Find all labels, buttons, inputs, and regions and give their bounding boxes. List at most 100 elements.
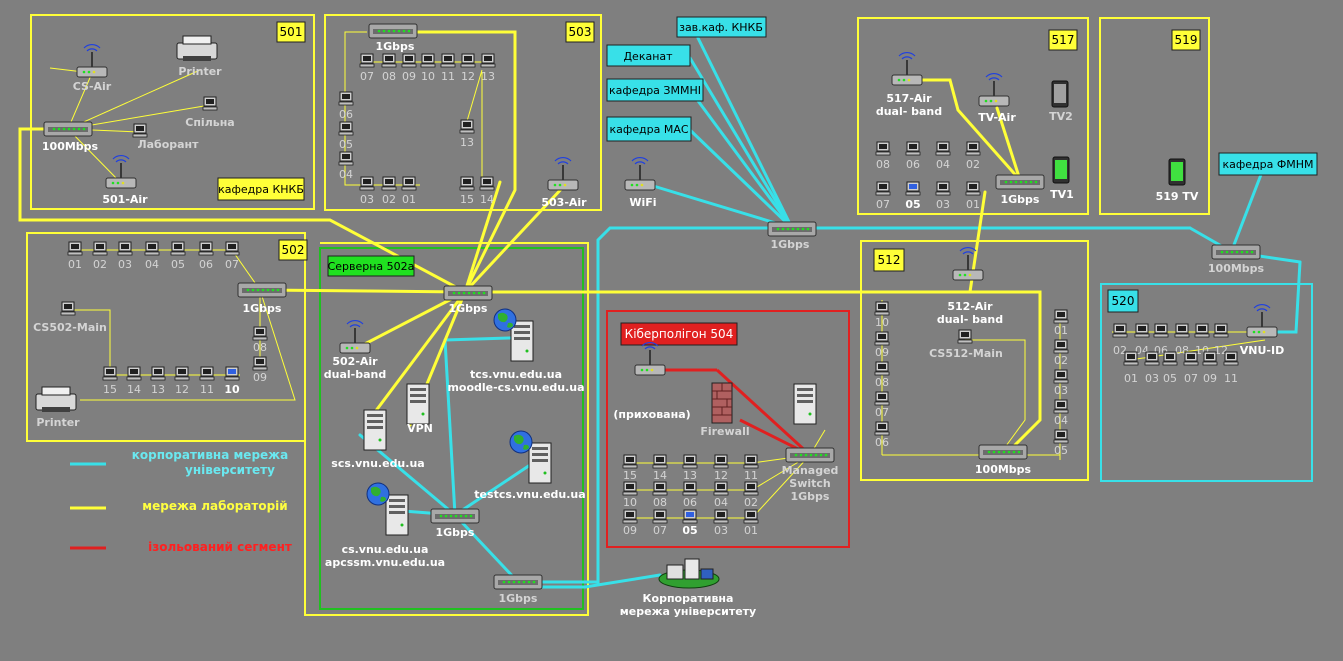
pc-label: 09 [402, 70, 416, 83]
pc-r520_top-0-icon [1112, 323, 1128, 338]
pc-r517_row1-3-icon [965, 141, 981, 156]
pc-label: 08 [876, 158, 890, 171]
svg-text:502: 502 [282, 243, 305, 257]
pc-label: 15 [460, 193, 474, 206]
pc-label: 08 [875, 376, 889, 389]
pc-label: 01 [1054, 324, 1068, 337]
tablet-tv2-icon [1051, 80, 1069, 108]
switch-fmnm-icon [1211, 244, 1261, 260]
pc-label: 07 [225, 258, 239, 271]
pc-label: 09 [1203, 372, 1217, 385]
server-vpn-icon [406, 383, 430, 425]
pc-label: 15 [623, 469, 637, 482]
pc-r502_bottom-5-icon [224, 366, 240, 381]
pc-label: 01 [744, 524, 758, 537]
pc-r504_row3-4-icon [743, 509, 759, 524]
svg-text:зав.каф. КНКБ: зав.каф. КНКБ [679, 21, 763, 34]
pc-label: 02 [744, 496, 758, 509]
pc-r504_row1-1-icon [652, 454, 668, 469]
pc-r512_left-3-icon [874, 391, 890, 406]
pc-r503_top-1-icon [381, 53, 397, 68]
svg-text:501: 501 [280, 25, 303, 39]
room-517-label: 517 [1048, 29, 1078, 51]
label-corp1: Корпоративна [643, 592, 734, 605]
pc-label: 11 [744, 469, 758, 482]
router-vnu-id-icon [1246, 303, 1278, 338]
printer-502-icon [35, 386, 77, 413]
pc-r502_top-5-icon [198, 241, 214, 256]
label-switch-bottom: 1Gbps [499, 592, 538, 605]
thin-lan-links [49, 31, 1266, 519]
globe-cs-icon [366, 482, 390, 506]
pc-label: 05 [682, 524, 697, 537]
pc-r502_top-1-icon [92, 241, 108, 256]
label-switch-center: 1Gbps [771, 238, 810, 251]
router-tv-air-icon [978, 72, 1010, 107]
router-wifi-icon [624, 156, 656, 191]
pc-label: 06 [339, 108, 353, 121]
pc-r512_right-4-icon [1053, 429, 1069, 444]
tag-zmmni: кафедра ЗММНІ [606, 78, 704, 102]
label-switch-server: 1Gbps [449, 302, 488, 315]
pc-r512_right-3-icon [1053, 399, 1069, 414]
room-501-caption: кафедра КНКБ [217, 177, 305, 201]
switch-bottom-icon [493, 574, 543, 590]
pc-r502_right-0-icon [252, 326, 268, 341]
pc-label: 11 [1224, 372, 1238, 385]
pc-label: 13 [460, 136, 474, 149]
pc-label: 04 [936, 158, 950, 171]
room-boxes [26, 14, 1313, 616]
switch-502-icon [237, 282, 287, 298]
pc-r520_bottom-2-icon [1162, 351, 1178, 366]
label-cs: cs.vnu.edu.ua [342, 543, 429, 556]
label-519-tv: 519 TV [1156, 190, 1199, 203]
label-cs512-main: CS512-Main [929, 347, 1003, 360]
pc-r502_top-6-icon [224, 241, 240, 256]
department-tags: зав.каф. КНКБ Деканат кафедра ЗММНІ кафе… [606, 16, 1318, 176]
pc-r503_bottom-2-icon [401, 176, 417, 191]
pc-label: 07 [876, 198, 890, 211]
svg-text:503: 503 [569, 25, 592, 39]
pc-r504_row2-1-icon [652, 481, 668, 496]
pc-r503_bottom-0-icon [359, 176, 375, 191]
pc-label: 13 [481, 70, 495, 83]
room-503-box [324, 14, 602, 211]
label-scs: scs.vnu.edu.ua [331, 457, 424, 470]
label-tcs: tcs.vnu.edu.ua [470, 368, 562, 381]
pc-r512_left-1-icon [874, 331, 890, 346]
label-cs-air: CS-Air [73, 80, 112, 93]
lab-network-links [18, 30, 1042, 457]
legend-corp-text-1: корпоративна мережа [132, 448, 288, 462]
pc-label: 03 [1054, 384, 1068, 397]
room-502-extension [304, 242, 589, 616]
pc-label: 02 [966, 158, 980, 171]
pc-r504_row3-1-icon [652, 509, 668, 524]
device-labels: CS-Air Printer Спільна Лаборант 100Mbps … [33, 40, 1284, 618]
pc-r503_left-2-icon [338, 151, 354, 166]
server-room-box [319, 247, 584, 610]
label-switch-512: 100Mbps [975, 463, 1032, 476]
legend-corp-text-2: університету [185, 463, 275, 477]
pc-r520_bottom-5-icon [1223, 351, 1239, 366]
label-tv2: TV2 [1049, 110, 1073, 123]
pc-r503_right-1-icon [459, 176, 475, 191]
pc-label: 14 [127, 383, 141, 396]
pc-r502_bottom-1-icon [126, 366, 142, 381]
label-517-air: 517-Air [886, 92, 932, 105]
room-517-box [857, 17, 1089, 215]
pc-cs512-main-icon [957, 329, 973, 344]
label-503-air: 503-Air [541, 196, 587, 209]
label-testcs: testcs.vnu.edu.ua [474, 488, 585, 501]
pc-r517_row1-0-icon [875, 141, 891, 156]
pc-label: 02 [93, 258, 107, 271]
server-room-caption: Серверна 502а [327, 255, 415, 277]
pc-r504_row1-4-icon [743, 454, 759, 469]
svg-text:512: 512 [878, 253, 901, 267]
pc-label: 13 [683, 469, 697, 482]
pc-label: 15 [103, 383, 117, 396]
pc-r517_row1-2-icon [935, 141, 951, 156]
pc-label: 05 [1054, 444, 1068, 457]
room-502-label: 502 [278, 239, 308, 261]
